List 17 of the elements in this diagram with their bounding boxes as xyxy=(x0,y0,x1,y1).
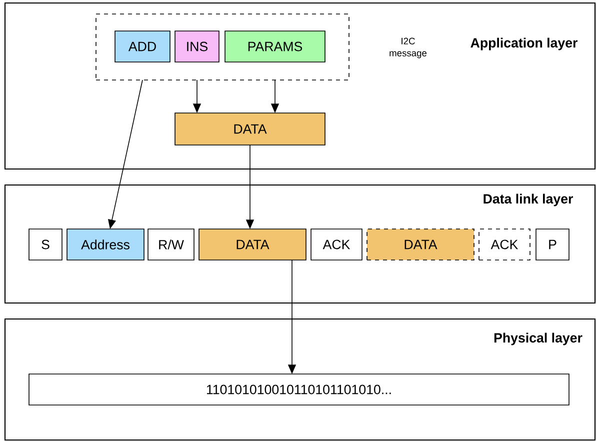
field-box: S xyxy=(28,228,62,260)
frame-caption: I2C message xyxy=(390,38,426,58)
field-box: ADD xyxy=(114,30,170,62)
field-box: DATA xyxy=(174,112,326,146)
field-box: DATA xyxy=(198,228,306,260)
layer-title: Application layer xyxy=(470,38,578,50)
field-box: ACK xyxy=(478,228,530,260)
field-box: INS xyxy=(174,30,220,62)
field-box: ACK xyxy=(310,228,362,260)
layer-title: Data link layer xyxy=(484,194,573,206)
field-box: R/W xyxy=(148,228,194,260)
field-box: DATA xyxy=(366,228,474,260)
field-box: PARAMS xyxy=(224,30,326,62)
field-box: 110101010010110101101010... xyxy=(28,374,570,406)
layer-title: Physical layer xyxy=(494,332,582,346)
field-box: Address xyxy=(66,228,144,260)
field-box: P xyxy=(536,228,570,260)
